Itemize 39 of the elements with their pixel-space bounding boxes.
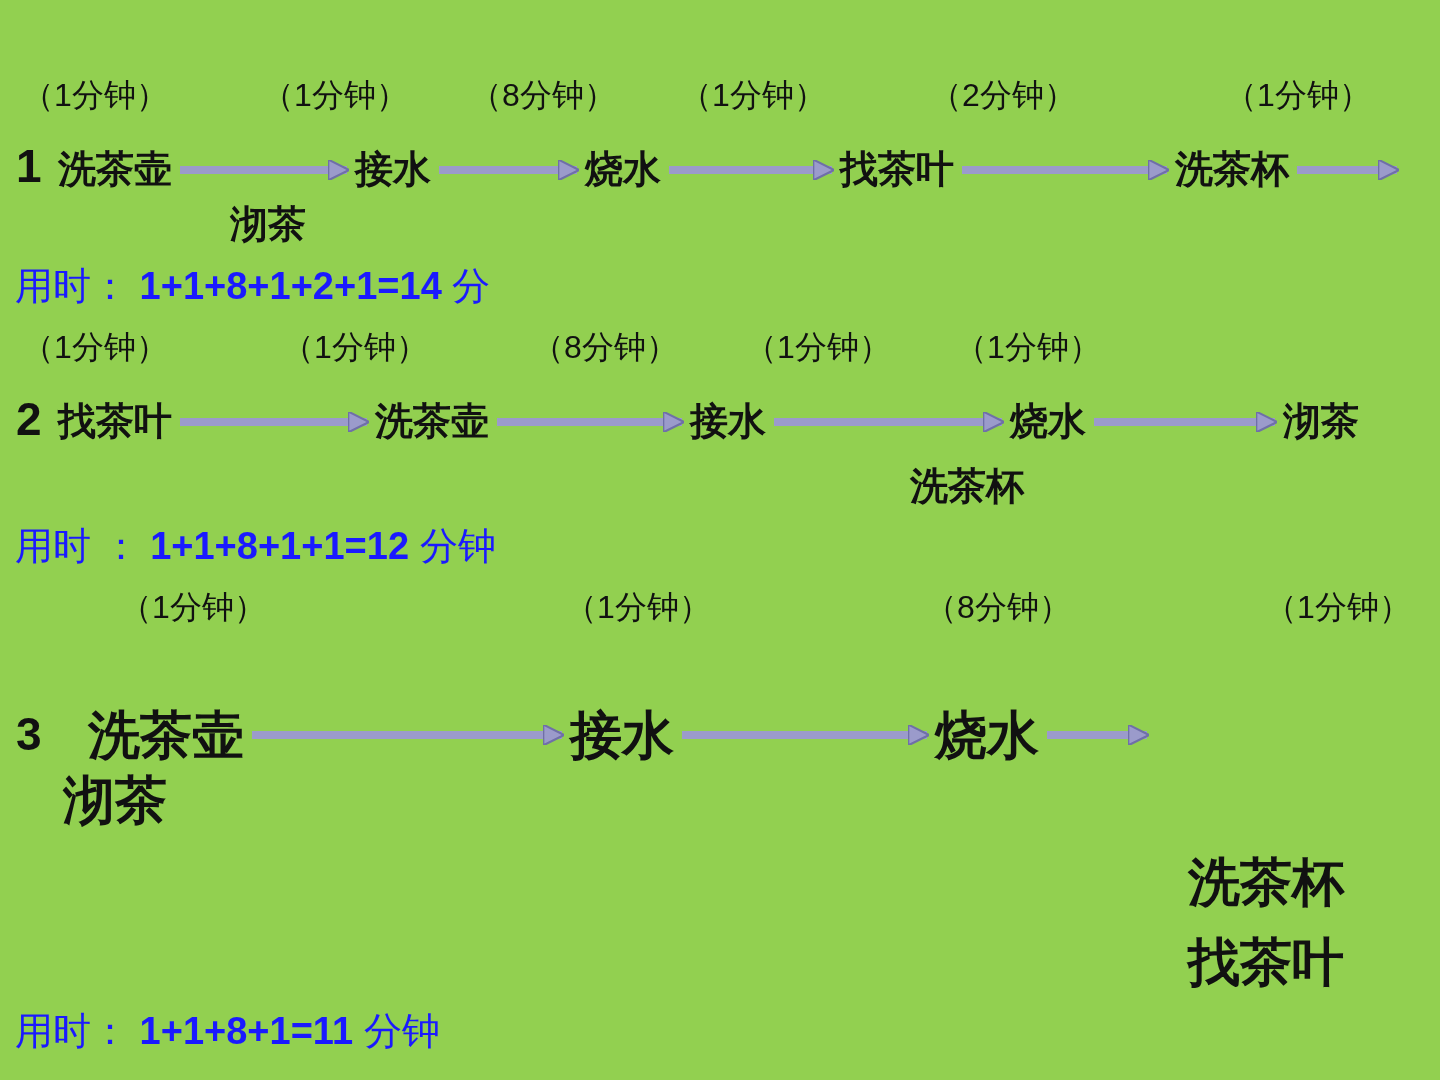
duration-label: （1分钟） bbox=[745, 327, 891, 367]
step-text: 洗茶杯 bbox=[1175, 147, 1289, 193]
step-text: 沏茶 bbox=[1283, 399, 1359, 445]
step-text: 找茶叶 bbox=[840, 147, 954, 193]
total-time-text: 用时： 1+1+8+1=11 分钟 bbox=[15, 1009, 440, 1055]
step-text: 洗茶杯 bbox=[1188, 850, 1344, 914]
step-text: 烧水 bbox=[585, 147, 661, 193]
total-time-text: 用时 ： 1+1+8+1+1=12 分钟 bbox=[15, 524, 496, 570]
total-time-text: 用时： 1+1+8+1+2+1=14 分 bbox=[15, 264, 491, 310]
step-text: 接水 bbox=[355, 147, 431, 193]
step-text: 洗茶壶 bbox=[375, 399, 489, 445]
step-text: 沏茶 bbox=[230, 202, 306, 248]
duration-label: （1分钟） bbox=[565, 587, 711, 627]
method-number: 1 bbox=[16, 139, 42, 195]
step-text: 洗茶杯 bbox=[910, 464, 1024, 510]
step-text: 烧水 bbox=[1010, 399, 1086, 445]
duration-label: （1分钟） bbox=[120, 587, 266, 627]
duration-label: （1分钟） bbox=[680, 75, 826, 115]
duration-label: （1分钟） bbox=[1265, 587, 1411, 627]
step-text: 接水 bbox=[570, 703, 674, 767]
method-number: 3 bbox=[16, 707, 42, 763]
duration-label: （1分钟） bbox=[282, 327, 428, 367]
duration-label: （8分钟） bbox=[532, 327, 678, 367]
duration-label: （1分钟） bbox=[955, 327, 1101, 367]
step-text: 找茶叶 bbox=[1188, 930, 1344, 994]
duration-label: （8分钟） bbox=[470, 75, 616, 115]
duration-label: （1分钟） bbox=[262, 75, 408, 115]
method-number: 2 bbox=[16, 392, 42, 448]
duration-label: （2分钟） bbox=[930, 75, 1076, 115]
step-text: 洗茶壶 bbox=[88, 703, 244, 767]
step-text: 沏茶 bbox=[63, 768, 167, 832]
duration-label: （8分钟） bbox=[925, 587, 1071, 627]
duration-label: （1分钟） bbox=[1225, 75, 1371, 115]
duration-label: （1分钟） bbox=[22, 327, 168, 367]
step-text: 烧水 bbox=[935, 703, 1039, 767]
step-text: 洗茶壶 bbox=[58, 147, 172, 193]
duration-label: （1分钟） bbox=[22, 75, 168, 115]
step-text: 找茶叶 bbox=[58, 399, 172, 445]
step-text: 接水 bbox=[690, 399, 766, 445]
